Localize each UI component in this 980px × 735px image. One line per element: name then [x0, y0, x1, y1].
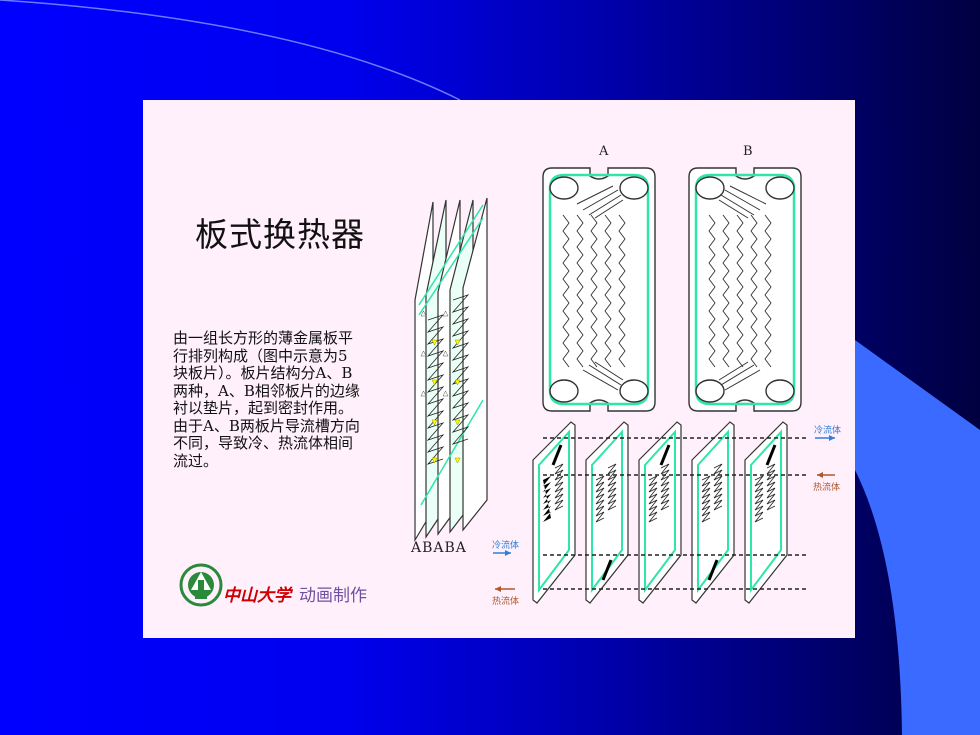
row-plate [744, 421, 788, 604]
plate-a [542, 167, 656, 412]
hot-flow-label-right: 热流体 [813, 483, 841, 493]
description-line: 由一组长方形的薄金属板平 [173, 329, 354, 347]
slide-title: 板式换热器 [195, 215, 365, 254]
plate-b [688, 167, 802, 412]
cold-arrow-icon [829, 435, 835, 441]
description-line: 两种，A、B相邻板片的边缘 [173, 381, 360, 400]
plate-b-label: B [743, 144, 753, 159]
hot-flow-label-left: 热流体 [492, 597, 520, 607]
description-text: 由一组长方形的薄金属板平 行排列构成（图中示意为5 块板片）。板片结构分A、B … [173, 329, 391, 470]
description-line: 行排列构成（图中示意为5 [173, 346, 348, 365]
cold-flow-label-right: 冷流体 [814, 426, 842, 436]
stack-sequence-label: ABABA [411, 540, 467, 556]
row-plate [638, 421, 682, 604]
description-line: 由于A、B两板片导流槽方向 [173, 416, 360, 435]
row-plate [532, 421, 576, 604]
slide-panel: 板式换热器 由一组长方形的薄金属板平 行排列构成（图中示意为5 块板片）。板片结… [143, 100, 855, 638]
heat-exchanger-diagram [179, 167, 835, 607]
school-name: 中山大学 [223, 586, 291, 606]
hot-arrow-icon [495, 586, 501, 592]
description-line: 不同，导致冷、热流体相间 [173, 434, 354, 452]
plate-stack [414, 197, 488, 543]
row-plate [691, 421, 735, 604]
description-line: 衬以垫片，起到密封作用。 [173, 399, 354, 417]
flow-markers [431, 339, 461, 464]
credit-line: 中山大学动画制作 [223, 581, 367, 606]
row-plate [585, 421, 629, 604]
description-line: 流过。 [173, 451, 219, 470]
plate-a-label: A [599, 144, 609, 159]
flow-lines [493, 435, 835, 592]
cold-arrow-icon [505, 550, 511, 556]
plate-row [532, 421, 788, 604]
hot-arrow-icon [817, 472, 823, 478]
credit-made: 动画制作 [299, 586, 367, 606]
description-line: 块板片）。板片结构分A、B [173, 364, 353, 382]
cold-flow-label-left: 冷流体 [492, 541, 520, 551]
school-logo-icon [179, 563, 223, 607]
stack-plate [462, 197, 488, 532]
